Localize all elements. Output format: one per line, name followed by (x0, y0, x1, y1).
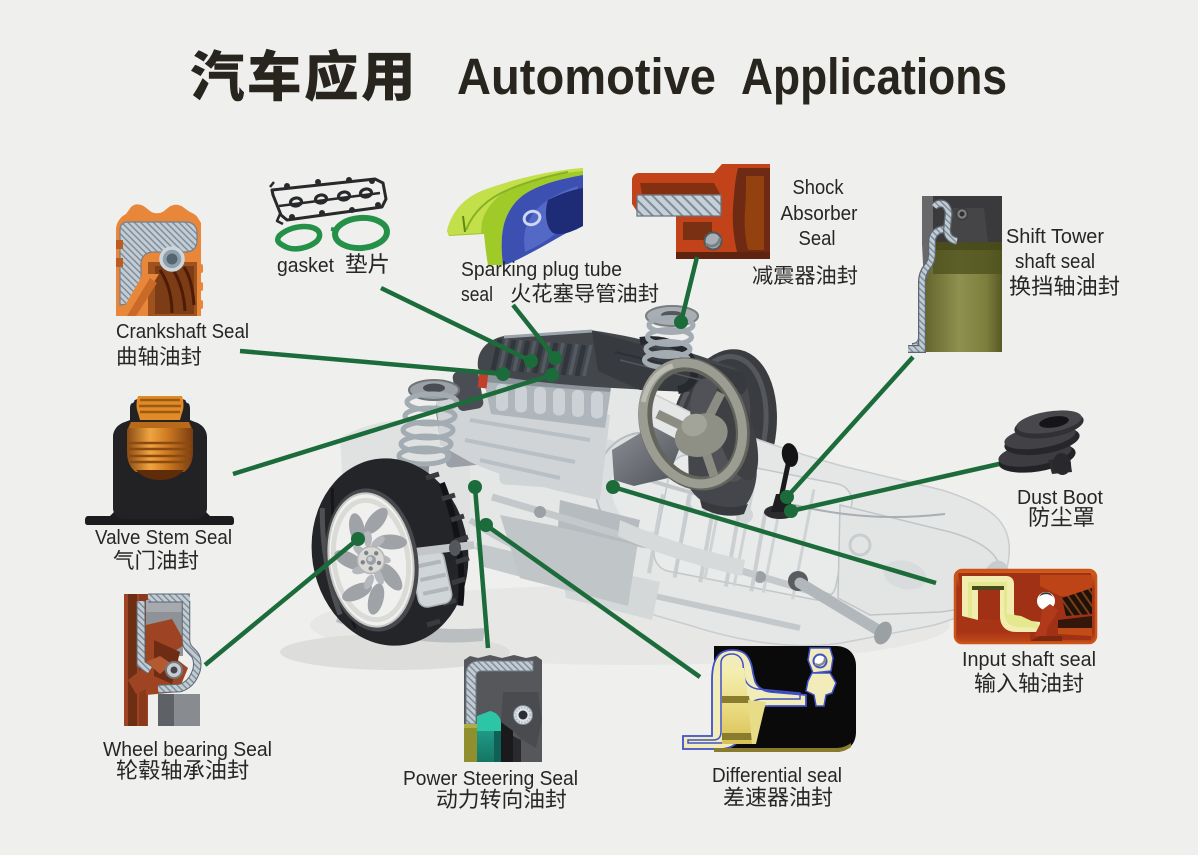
svg-text:Absorber: Absorber (781, 203, 858, 225)
svg-text:Dust Boot: Dust Boot (1017, 487, 1103, 509)
svg-text:Differential seal: Differential seal (712, 765, 842, 787)
svg-text:Shock: Shock (793, 177, 845, 199)
svg-text:Applications: Applications (741, 48, 1007, 105)
svg-text:Crankshaft Seal: Crankshaft Seal (116, 321, 249, 343)
svg-text:Sparking plug tube: Sparking plug tube (461, 259, 622, 281)
svg-text:shaft seal: shaft seal (1015, 251, 1095, 273)
svg-text:Valve Stem Seal: Valve Stem Seal (95, 527, 232, 549)
svg-text:Automotive: Automotive (457, 48, 716, 105)
svg-text:Wheel bearing Seal: Wheel bearing Seal (103, 739, 272, 761)
svg-text:Seal: Seal (799, 228, 836, 250)
svg-text:Shift Tower: Shift Tower (1006, 226, 1104, 248)
svg-text:Input shaft seal: Input shaft seal (962, 649, 1096, 671)
svg-text:seal: seal (461, 284, 493, 306)
svg-text:Power Steering Seal: Power Steering Seal (403, 768, 578, 790)
svg-text:gasket: gasket (277, 255, 334, 277)
